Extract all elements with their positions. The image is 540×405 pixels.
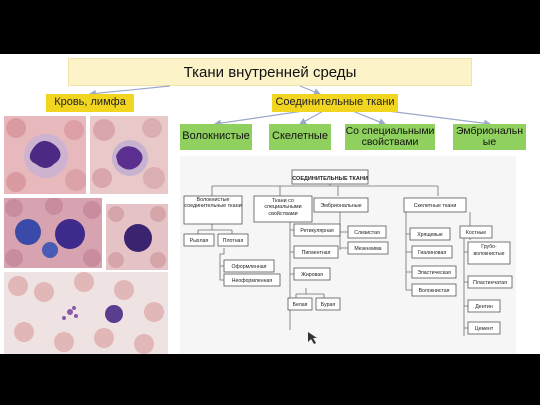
label-mucous: Слизистая xyxy=(354,230,380,236)
blood-photo-1 xyxy=(4,116,86,194)
node-unformed xyxy=(223,273,281,287)
arrow-to-skeletal xyxy=(298,109,326,125)
node-embryonic xyxy=(313,197,369,213)
node-reticular xyxy=(293,223,341,237)
slide-title: Ткани внутренней среды xyxy=(68,58,472,86)
label-dense: Плотная xyxy=(223,238,244,244)
label-special: Ткани со специальными свойствами xyxy=(264,198,302,217)
node-fibrous xyxy=(183,195,243,225)
node-cartilage xyxy=(409,227,451,241)
label-mesenchyme: Мезенхима xyxy=(354,246,381,252)
node-white xyxy=(287,297,313,311)
node-dense xyxy=(217,233,249,247)
arrow-to-blood xyxy=(88,85,171,97)
label-white: Белая xyxy=(293,302,308,308)
connector-arrows xyxy=(88,85,492,127)
label-elastic: Эластическая xyxy=(417,270,451,276)
subtype-special: Со специальными свойствами xyxy=(345,124,435,150)
node-loose xyxy=(183,233,215,247)
label-hyaline: Гиалиновая xyxy=(418,250,447,256)
blood-lymph-box: Кровь, лимфа xyxy=(46,94,134,112)
node-lamellar xyxy=(467,275,513,289)
connective-tissue-box: Соединительные ткани xyxy=(272,94,398,112)
connective-tissue-diagram: СОЕДИНИТЕЛЬНЫЕ ТКАНИ Волокнистые соедини… xyxy=(180,156,516,354)
arrow-to-connective xyxy=(299,85,322,96)
label-cartilage: Хрящевые xyxy=(417,232,443,238)
node-brown xyxy=(315,297,341,311)
node-special xyxy=(253,195,313,223)
node-skeletal xyxy=(403,197,467,213)
node-pigment xyxy=(293,245,339,259)
label-formed: Оформленная xyxy=(232,264,267,270)
node-bone xyxy=(459,225,493,239)
label-pigment: Пигментная xyxy=(302,250,331,256)
label-fibrous-cartilage: Волокнистая xyxy=(419,288,450,294)
blood-photo-2 xyxy=(90,116,168,194)
blood-photo-3 xyxy=(4,198,102,268)
label-lamellar: Пластинчатая xyxy=(473,280,507,286)
slide: Ткани внутренней среды Кровь, лимфа Соед… xyxy=(0,54,540,354)
subtype-fibrous: Волокнистые xyxy=(180,124,252,150)
node-cement xyxy=(467,321,501,335)
node-hyaline xyxy=(411,245,453,259)
label-coarse: Грубо-волокнистые xyxy=(473,244,505,257)
node-elastic xyxy=(411,265,457,279)
arrow-to-embryonic xyxy=(379,109,492,127)
diagram-canvas: СОЕДИНИТЕЛЬНЫЕ ТКАНИ Волокнистые соедини… xyxy=(183,169,513,344)
subtype-skeletal: Скелетные xyxy=(269,124,331,150)
label-bone: Костные xyxy=(466,230,486,236)
blood-photo-5 xyxy=(4,272,168,354)
label-dentin: Дентин xyxy=(475,304,493,310)
arrow-to-special xyxy=(349,109,387,126)
label-cement: Цемент xyxy=(475,326,494,332)
label-fatty: Жировая xyxy=(301,272,323,278)
label-fibrous: Волокнистые соединительные ткани xyxy=(184,197,242,210)
subtype-embryonic: Эмбриональные xyxy=(453,124,526,150)
blood-photo-4 xyxy=(106,204,168,270)
node-fatty xyxy=(293,267,331,281)
node-formed xyxy=(223,259,275,273)
label-embryonic: Эмбриональные xyxy=(320,203,361,209)
diagram-root-node xyxy=(291,169,369,185)
node-dentin xyxy=(467,299,501,313)
label-loose: Рыхлая xyxy=(190,238,209,244)
label-brown: Бурая xyxy=(321,302,336,308)
label-reticular: Ретикулярная xyxy=(300,228,333,234)
label-unformed: Неоформленная xyxy=(232,278,273,284)
label-skeletal: Скелетные ткани xyxy=(414,203,457,209)
node-mucous xyxy=(347,225,387,239)
node-fibrous-cartilage xyxy=(411,283,457,297)
mouse-cursor-icon xyxy=(308,332,317,344)
node-coarse xyxy=(467,241,511,265)
arrow-to-fibrous xyxy=(213,109,311,127)
diagram-root-label: СОЕДИНИТЕЛЬНЫЕ ТКАНИ xyxy=(292,176,368,182)
node-mesenchyme xyxy=(347,241,389,255)
